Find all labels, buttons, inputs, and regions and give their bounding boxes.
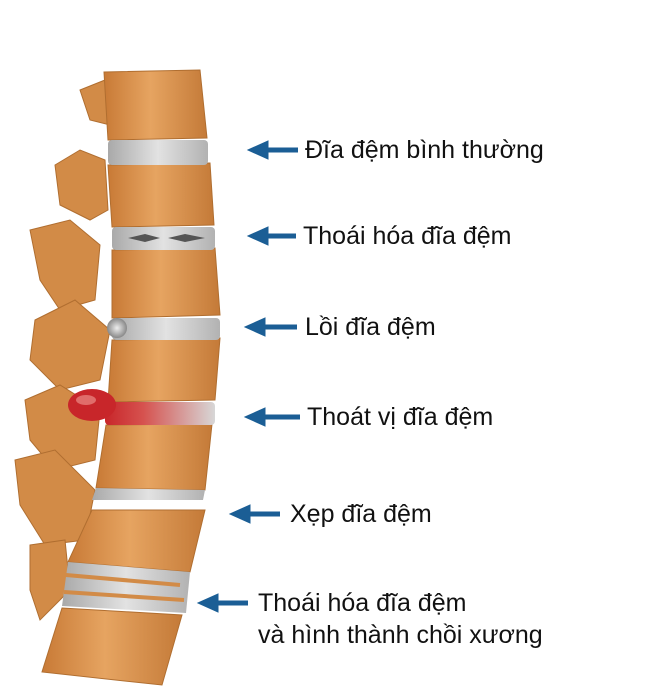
vertebra-4	[107, 337, 221, 403]
degenerated-disc	[112, 227, 215, 250]
label-thinning-disc: Xẹp đĩa đệm	[290, 500, 432, 528]
arrow-icon	[196, 593, 248, 613]
herniated-disc	[68, 389, 215, 425]
thinned-disc	[92, 488, 205, 500]
vertebra-5	[95, 423, 213, 491]
label-osteophyte-line2: và hình thành chồi xương	[258, 621, 543, 649]
vertebra-6	[67, 509, 206, 573]
osteophyte-disc	[62, 562, 190, 613]
label-normal-disc: Đĩa đệm bình thường	[305, 136, 544, 164]
label-herniated-disc: Thoát vị đĩa đệm	[307, 403, 494, 431]
vertebra-3	[111, 247, 221, 319]
label-disc-degeneration: Thoái hóa đĩa đệm	[303, 222, 512, 250]
label-bulging-disc: Lồi đĩa đệm	[305, 313, 436, 341]
arrow-icon	[228, 504, 280, 524]
vertebra-2	[107, 162, 215, 228]
normal-disc	[108, 140, 208, 165]
bulging-disc	[107, 318, 220, 340]
arrow-icon	[246, 226, 296, 246]
vertebra-7	[41, 607, 183, 686]
arrow-icon	[243, 407, 300, 427]
arrows	[196, 140, 300, 613]
label-osteophyte-line1: Thoái hóa đĩa đệm	[258, 589, 467, 617]
vertebra-1	[103, 69, 208, 141]
arrow-icon	[246, 140, 298, 160]
arrow-icon	[243, 317, 297, 337]
